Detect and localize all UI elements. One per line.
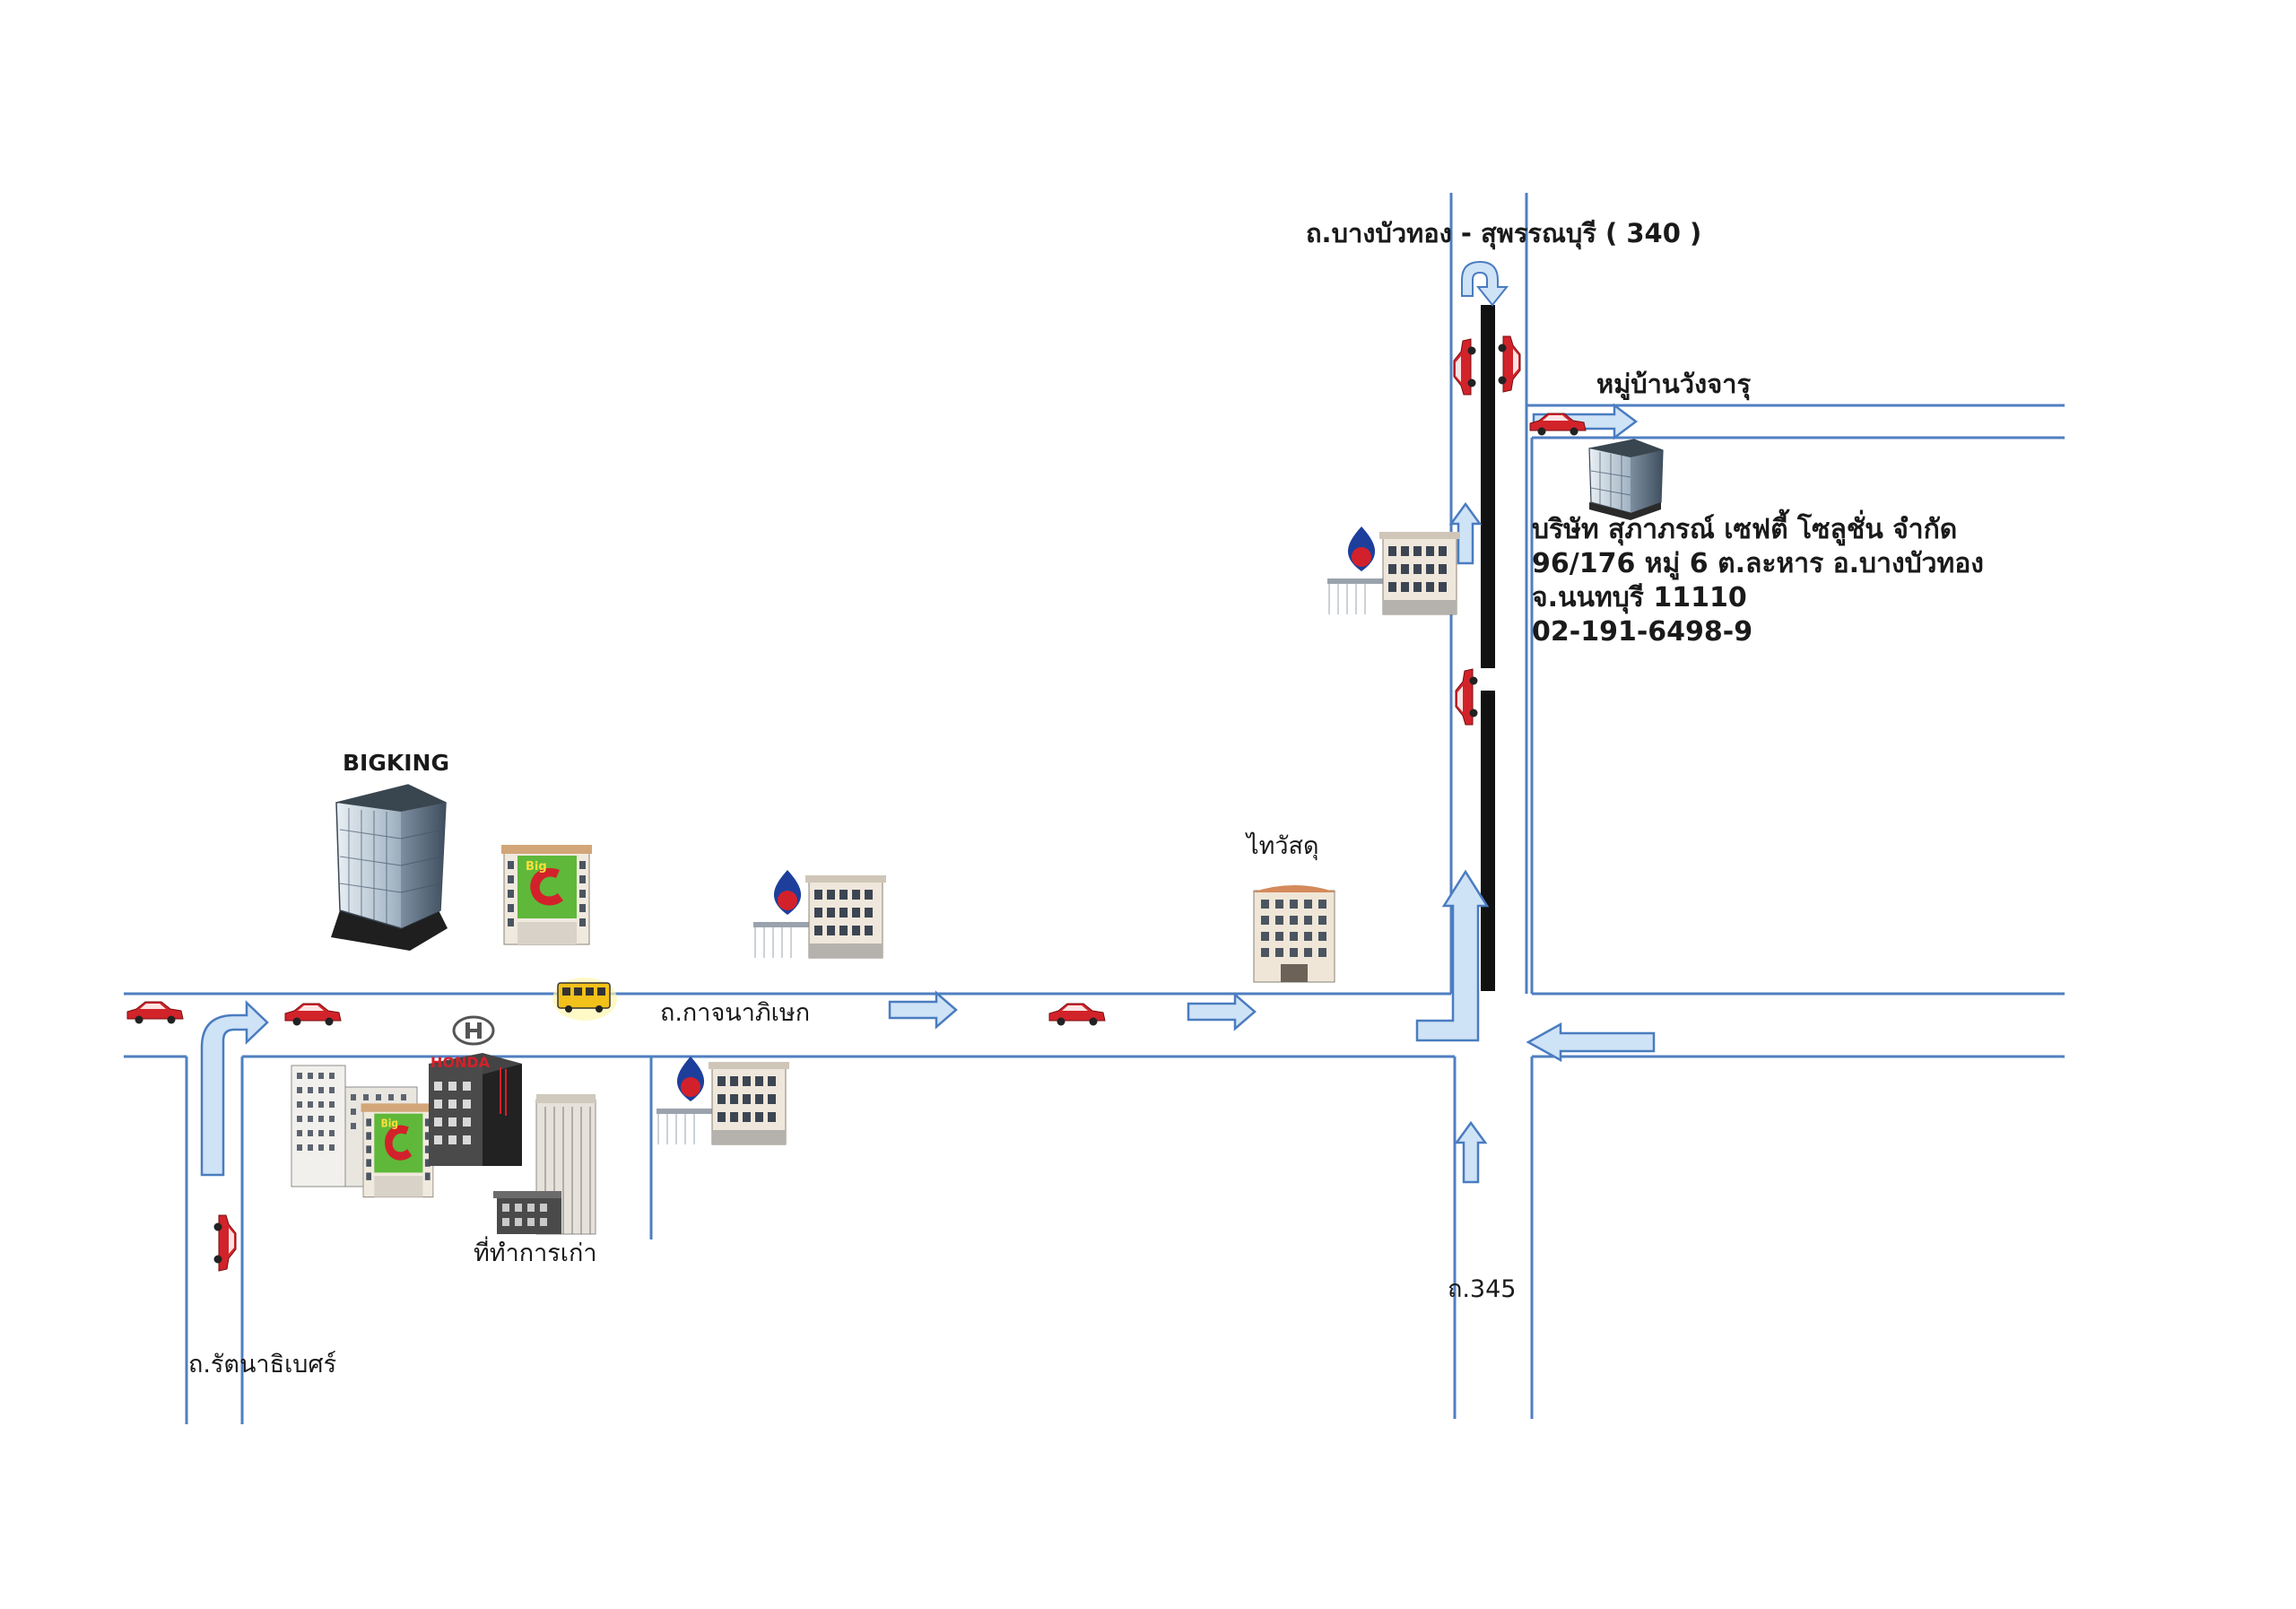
ptt-gas-station-icon	[752, 869, 887, 959]
u-turn-arrow-icon	[1461, 260, 1509, 307]
car-icon	[126, 1001, 184, 1024]
road-network	[124, 193, 2065, 1424]
old-office-label: ที่ทำการเก่า	[474, 1239, 597, 1267]
car-icon	[1455, 668, 1478, 726]
car-icon	[284, 1003, 342, 1026]
ptt-gas-station-icon	[1326, 526, 1461, 615]
road-345-label: ถ.345	[1448, 1275, 1517, 1303]
thaiwatsadu-label: ไทวัสดุ	[1247, 832, 1319, 860]
median-divider-north	[1481, 305, 1495, 668]
left-arrow-icon	[1526, 1022, 1656, 1063]
company-phone: 02-191-6498-9	[1532, 616, 1753, 648]
right-arrow-icon	[888, 991, 958, 1029]
bigc-store-icon	[500, 844, 593, 945]
turn-arrow-icon	[200, 1000, 269, 1177]
bus-icon	[552, 978, 617, 1021]
direction-arrows	[200, 260, 1656, 1184]
company-name: บริษัท สุภาภรณ์ เซฟตี้ โซลูชั่น จำกัด	[1532, 514, 1958, 545]
company-address-line: 96/176 หมู่ 6 ต.ละหาร อ.บางบัวทอง	[1532, 548, 1984, 579]
building-cluster	[291, 1015, 596, 1235]
company-province-line: จ.นนทบุรี 11110	[1532, 582, 1747, 613]
right-arrow-icon	[1187, 993, 1257, 1031]
road-340-label: ถ.บางบัวทอง - สุพรรณบุรี ( 340 )	[1306, 218, 1702, 248]
bigc-store-icon	[361, 1102, 436, 1198]
honda-building-icon	[429, 1015, 522, 1166]
car-icon	[1048, 1003, 1106, 1026]
bigking-building-icon	[331, 784, 448, 951]
honda-label: HONDA	[430, 1054, 491, 1071]
rattanathibet-road-label: ถ.รัตนาธิเบศร์	[188, 1351, 337, 1379]
kanchanaphisek-road-label: ถ.กาจนาภิเษก	[660, 999, 811, 1027]
company-building-icon	[1588, 439, 1664, 520]
car-icon	[1498, 335, 1521, 393]
ptt-gas-station-icon	[656, 1056, 790, 1145]
turn-up-arrow-icon	[1415, 869, 1490, 1042]
median-divider-south	[1481, 691, 1495, 991]
car-icon	[213, 1214, 237, 1272]
company-address-block: บริษัท สุภาภรณ์ เซฟตี้ โซลูชั่น จำกัด 96…	[1532, 513, 1984, 649]
old-office-building-icon	[493, 1094, 596, 1235]
thaiwatsadu-building-icon	[1252, 885, 1336, 983]
bigking-label: BIGKING	[343, 750, 449, 776]
village-label: หมู่บ้านวังจารุ	[1596, 369, 1752, 399]
up-arrow-icon	[1455, 1121, 1487, 1184]
car-icon	[1453, 338, 1476, 396]
